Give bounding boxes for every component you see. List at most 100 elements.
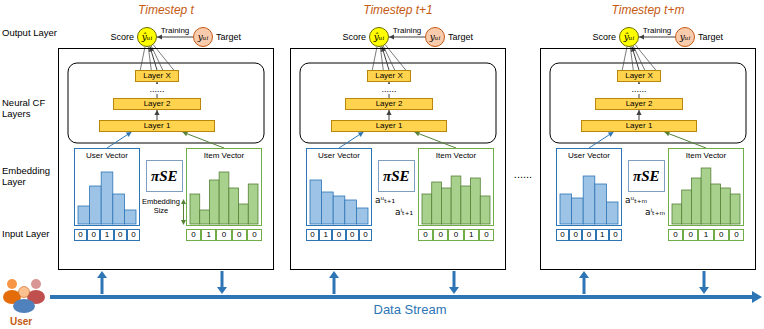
item-vector-box: Item Vector [668, 148, 744, 226]
embedding-bar [90, 186, 102, 224]
embedding-bar [190, 194, 200, 224]
ellipsis: ...... [627, 84, 651, 94]
connector-line [389, 37, 425, 38]
input-cell: 0 [448, 229, 463, 241]
policy-box: πSE [378, 160, 415, 192]
target-circle: yᵤᵢ [425, 27, 445, 47]
node-text: Item Vector [686, 151, 726, 160]
input-cell: 0 [232, 229, 247, 241]
embedding-bar [480, 196, 490, 224]
embedding-bar [356, 208, 368, 224]
input-cell: 0 [479, 229, 494, 241]
node-text: Item Vector [436, 151, 476, 160]
node-text: Layer X [625, 71, 653, 81]
policy-box: πSE [628, 160, 665, 192]
node-text: User Vector [86, 151, 128, 160]
arrow-head [665, 131, 671, 136]
action-label: aⁱₜ₊ₘ [645, 207, 665, 217]
input-cell: 0 [127, 229, 140, 241]
input-cell: 0 [418, 229, 433, 241]
user-icon [7, 279, 17, 289]
input-cell: 1 [596, 229, 609, 241]
stream-arrow [221, 271, 224, 288]
layer-box: Layer 1 [581, 120, 697, 132]
embedding-bar [451, 176, 461, 224]
layer-name: Neural CF Layers [2, 98, 57, 120]
ncf-frame [68, 63, 264, 143]
input-cell: 0 [346, 229, 359, 241]
embedding-bar [691, 178, 701, 224]
input-cell: 0 [247, 229, 262, 241]
arrow-head [154, 110, 159, 115]
input-cell: 0 [714, 229, 729, 241]
layer-box: Layer 2 [345, 98, 433, 110]
embedding-bar [471, 178, 481, 224]
target-label: Target [698, 32, 723, 42]
target-label: Target [448, 32, 473, 42]
input-cell: 0 [683, 229, 698, 241]
embedding-bar [209, 180, 219, 224]
connector [665, 131, 706, 148]
node-text: πSE [633, 168, 660, 185]
input-cell: 1 [201, 229, 216, 241]
node-text: User Vector [568, 151, 610, 160]
node-text: Layer 1 [376, 121, 403, 131]
user-icon [13, 299, 35, 313]
input-cell: 0 [582, 229, 595, 241]
connector-line [639, 37, 675, 38]
input-cell: 0 [729, 229, 744, 241]
embedding-bar [422, 194, 432, 224]
connector [639, 34, 675, 39]
embedding-bar [560, 194, 572, 224]
edge-label: Training [643, 26, 672, 35]
connector [154, 110, 159, 120]
arrow-head [579, 271, 589, 278]
arrow-head [752, 291, 762, 303]
ellipsis: ...... [508, 168, 538, 181]
target-circle: yᵤᵢ [675, 27, 695, 47]
arrow-head [636, 110, 641, 115]
embedding-bar [441, 188, 451, 224]
connector [389, 34, 425, 39]
input-cell: 0 [216, 229, 231, 241]
connector-line [665, 132, 706, 148]
input-cell: 1 [100, 229, 113, 241]
policy-box: πSE [146, 160, 183, 192]
embedding-bar [345, 200, 357, 224]
layer-name: Input Layer [2, 229, 57, 240]
arrow-head [126, 132, 132, 137]
embedding-bar [606, 202, 618, 224]
layer-box: Layer 2 [113, 98, 201, 110]
connector [339, 132, 363, 148]
embedding-bar [78, 206, 90, 224]
embedding-bar [333, 196, 345, 224]
dimension-label: Embedding Size [141, 198, 181, 215]
timestep-panel: Timestep tLayer XLayer 2Layer 1User Vect… [58, 48, 274, 270]
node-text: Layer 1 [144, 121, 171, 131]
node-text: πSE [151, 168, 178, 185]
input-cell: 0 [668, 229, 683, 241]
layer-box: Layer X [367, 70, 411, 82]
arrow-head [157, 34, 162, 39]
action-label: aᵘₜ₊ₘ [625, 195, 647, 205]
input-cell: 1 [698, 229, 713, 241]
ncf-frame [300, 63, 496, 143]
node-text: πSE [383, 168, 410, 185]
arrow-head [449, 287, 459, 294]
arrow-head [358, 132, 364, 137]
connector-line [589, 132, 613, 148]
score-label: Score [584, 32, 616, 42]
embedding-bar [432, 182, 442, 224]
input-cell: 1 [319, 229, 332, 241]
node-text: User Vector [318, 151, 360, 160]
node-text: yᵤᵢ [430, 32, 441, 42]
connector-line [183, 132, 224, 148]
embedding-bar [701, 168, 711, 224]
input-cell: 0 [114, 229, 127, 241]
node-text: yᵤᵢ [198, 32, 209, 42]
connector [183, 131, 224, 148]
stream-label: Data Stream [340, 303, 480, 318]
node-text: Layer X [143, 71, 171, 81]
embedding-bar [595, 184, 607, 224]
layer-box: Layer 1 [331, 120, 447, 132]
